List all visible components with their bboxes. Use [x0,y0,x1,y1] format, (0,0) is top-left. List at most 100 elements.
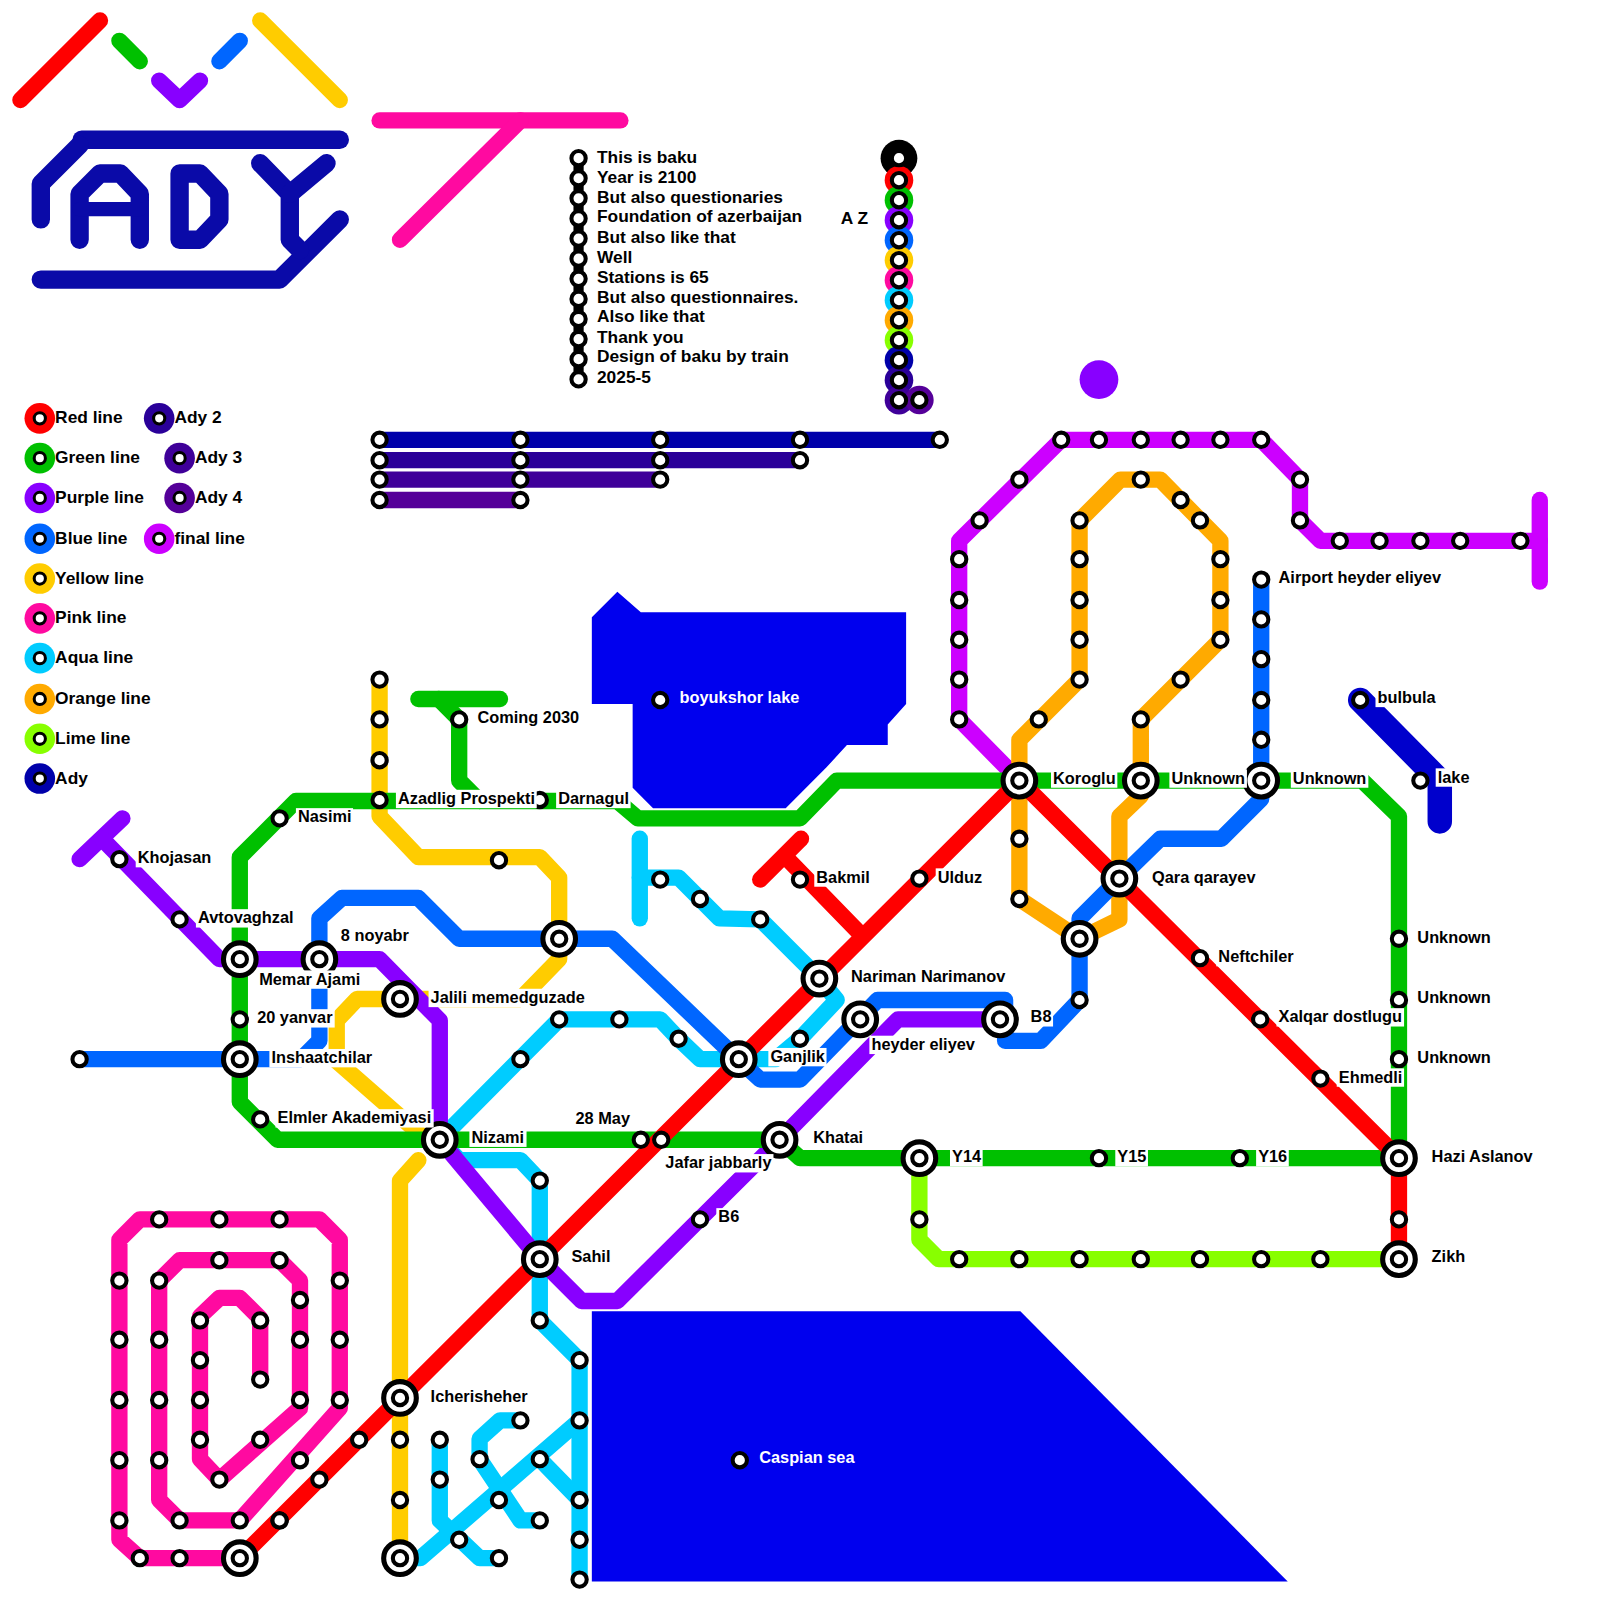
station-label: Bakmil [814,868,872,886]
station-dot [892,193,906,207]
station-dot [393,1391,407,1405]
station-dot [1392,1151,1406,1165]
station-label: Caspian sea [757,1449,856,1467]
station-dot [372,493,386,507]
station-dot [233,1012,247,1026]
legend-swatch [24,523,55,554]
station-dot [112,852,126,866]
station-dot [1012,1252,1026,1266]
station-dot [952,712,966,726]
station-dot [372,672,386,686]
legend-swatch [164,483,195,514]
station-dot [112,1273,126,1287]
station-dot [112,1453,126,1467]
station-dot [372,793,386,807]
station-dot [352,1433,366,1447]
station-dot [253,1433,267,1447]
station-label: Unknown [1415,1049,1493,1067]
station-dot [1254,652,1268,666]
interchange-station [803,962,836,995]
station-dot [853,1012,867,1026]
metro-line [240,781,1399,1159]
legend-text: Ady 3 [195,448,242,468]
station-dot [571,211,585,225]
station-dot [152,1453,166,1467]
station-dot [533,1173,547,1187]
station-dot [1072,513,1086,527]
station-dot [393,1493,407,1507]
station-dot [912,1151,926,1165]
station-label: Y16 [1256,1148,1289,1166]
station-dot [112,1333,126,1347]
station-dot [1072,672,1086,686]
station-label: Nizami [469,1129,526,1147]
station-label: Coming 2030 [476,709,582,727]
station-dot [433,1472,447,1486]
station-dot [912,393,926,407]
station-dot [892,233,906,247]
swatch-dot [33,611,47,625]
note-text: A Z [839,210,870,228]
station-dot [1213,552,1227,566]
station-dot [272,811,286,825]
station-dot [571,292,585,306]
interchange-station [1245,764,1278,797]
station-dot [393,1433,407,1447]
station-label: 20 yanvar [255,1009,334,1027]
legend-text: Yellow line [55,568,144,588]
station-label: Ehmedli [1337,1068,1405,1086]
station-dot [152,1212,166,1226]
station-dot [372,433,386,447]
station-dot [172,1513,186,1527]
station-dot [912,871,926,885]
station-dot [1072,932,1086,946]
interchange-station [844,1003,877,1036]
station-dot [513,472,527,486]
station-dot [892,151,906,165]
station-dot [733,1453,747,1467]
station-dot [892,173,906,187]
station-dot [253,1372,267,1386]
station-label: heyder eliyev [869,1036,977,1054]
note-text: Foundation of azerbaijan [595,208,804,226]
station-dot [793,872,807,886]
station-dot [552,932,566,946]
station-dot [572,1413,586,1427]
station-dot [952,633,966,647]
logo-stroke [80,173,140,239]
station-dot [1072,593,1086,607]
station-label: Memar Ajami [257,970,362,988]
station-dot [333,1393,347,1407]
station-label: Zikh [1430,1248,1468,1266]
station-label: bulbula [1375,689,1437,707]
info-column [579,140,934,415]
station-dot [212,1472,226,1486]
stations [72,151,1527,1587]
swatch-dot [33,571,47,585]
interchange-station [223,943,256,976]
lake-shape [1360,700,1440,821]
station-label: Unknown [1169,769,1247,787]
legend-swatch [24,603,55,634]
station-dot [293,1333,307,1347]
logo-stroke [219,41,239,61]
station-dot [634,1133,648,1147]
station-label: lake [1436,768,1472,786]
station-dot [272,1513,286,1527]
purple-dot [1080,360,1119,399]
legend-swatch [24,763,55,794]
interchange-station [763,1123,796,1156]
legend-text: Ady 4 [195,488,242,508]
station-dot [772,1133,786,1147]
station-dot [513,493,527,507]
station-dot [952,672,966,686]
station-dot [1413,534,1427,548]
station-dot [952,593,966,607]
station-dot [1313,1071,1327,1085]
station-dot [253,1313,267,1327]
logo-stroke [119,41,139,61]
station-dot [193,1313,207,1327]
station-dot [1173,433,1187,447]
swatch-dot [152,532,166,546]
